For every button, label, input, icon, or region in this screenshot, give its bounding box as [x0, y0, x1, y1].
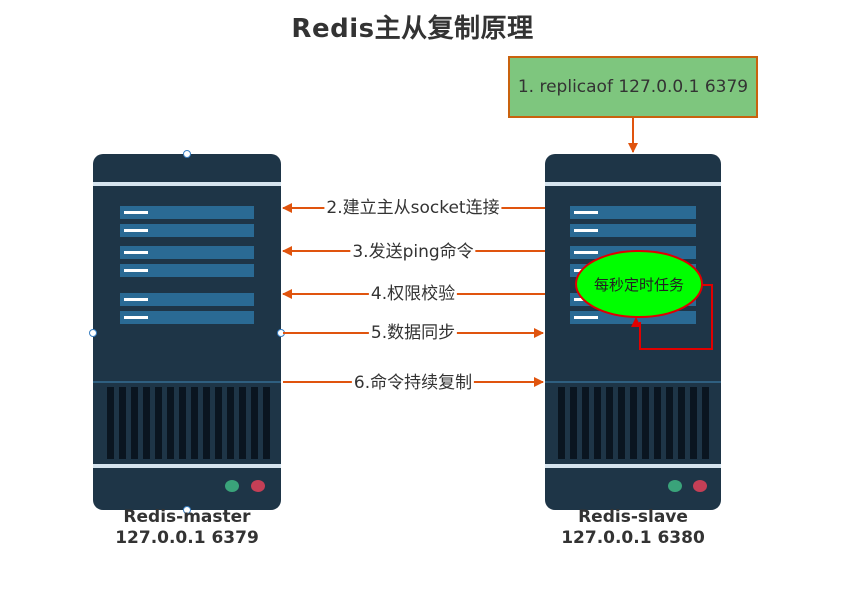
arrow-4-label: 4.权限校验: [368, 284, 458, 304]
timer-task-label: 每秒定时任务: [593, 275, 684, 294]
timer-loop-arrow: [631, 284, 713, 350]
slave-name: Redis-slave: [578, 507, 688, 527]
arrow-2-label: 2.建立主从socket连接: [324, 198, 502, 218]
master-name: Redis-master: [123, 507, 251, 527]
arrow-6-label: 6.命令持续复制: [351, 373, 475, 393]
master-server: [89, 150, 285, 514]
master-label: Redis-master 127.0.0.1 6379: [77, 507, 297, 549]
arrow-5-label: 5.数据同步: [368, 323, 458, 343]
slave-vent: [558, 387, 709, 459]
timer-ellipse: [575, 250, 703, 318]
slave-server: [545, 154, 721, 510]
arrow-3-label: 3.发送ping命令: [350, 242, 476, 262]
slave-address: 127.0.0.1 6380: [561, 528, 705, 548]
master-vent: [107, 387, 270, 459]
replicaof-command-box: 1. replicaof 127.0.0.1 6379: [508, 56, 758, 118]
master-address: 127.0.0.1 6379: [115, 528, 259, 548]
slave-label: Redis-slave 127.0.0.1 6380: [523, 507, 743, 549]
diagram-title: Redis主从复制原理: [291, 14, 534, 44]
master-drive-slots: [120, 206, 254, 324]
